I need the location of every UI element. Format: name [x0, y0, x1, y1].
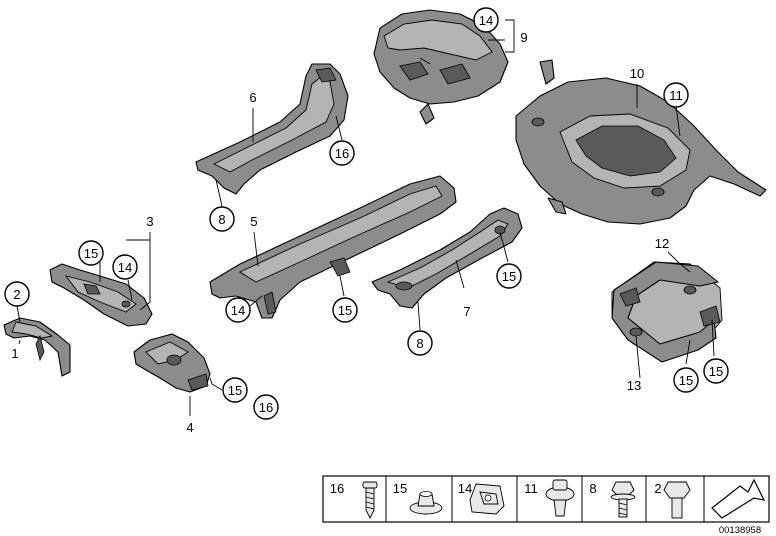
part-1-bracket	[3, 317, 71, 377]
clip-nut-15-icon	[409, 491, 443, 515]
svg-text:15: 15	[709, 364, 723, 379]
label-9: 9	[520, 30, 527, 45]
document-number: 00138958	[719, 525, 761, 536]
svg-text:15: 15	[502, 269, 516, 284]
svg-text:14: 14	[231, 303, 245, 318]
callout-15: 15	[78, 240, 104, 266]
legend-label-16: 16	[330, 481, 344, 496]
label-4: 4	[186, 420, 193, 435]
part-4-shield	[133, 333, 211, 393]
callout-14: 14	[473, 7, 499, 33]
part-7-shield	[371, 207, 523, 309]
svg-text:14: 14	[479, 13, 493, 28]
part-10-shield	[515, 59, 767, 225]
label-10: 10	[630, 66, 644, 81]
hardware-legend: 16 15 14 11 8 2	[322, 475, 770, 523]
callout-14: 14	[225, 297, 251, 323]
callout-8: 8	[407, 330, 433, 356]
svg-text:11: 11	[669, 88, 683, 103]
part-5-shield	[209, 175, 457, 319]
svg-text:8: 8	[218, 212, 225, 227]
leader-lines	[16, 19, 715, 416]
callout-15: 15	[222, 377, 248, 403]
callout-16: 16	[253, 394, 279, 420]
part-3-shield	[49, 263, 153, 327]
legend-label-8: 8	[589, 481, 596, 496]
part-12-frame	[611, 261, 723, 363]
label-5: 5	[250, 214, 257, 229]
callout-11: 11	[663, 82, 689, 108]
label-3: 3	[146, 214, 153, 229]
legend-label-2: 2	[654, 481, 661, 496]
callout-8: 8	[209, 206, 235, 232]
legend-label-11: 11	[524, 481, 538, 496]
callout-15: 15	[332, 297, 358, 323]
svg-text:15: 15	[679, 373, 693, 388]
label-12: 12	[655, 236, 669, 251]
legend-label-14: 14	[458, 481, 472, 496]
u-nut-14-icon	[469, 483, 505, 515]
legend-label-15: 15	[393, 481, 407, 496]
screw-16-icon	[362, 481, 378, 520]
label-6: 6	[249, 90, 256, 105]
svg-text:16: 16	[335, 146, 349, 161]
arrow-icon	[711, 478, 766, 519]
part-6-shield	[195, 63, 349, 195]
part-labels: 1 3 4 5 6 7 9 10 12 13	[11, 30, 669, 435]
svg-text:15: 15	[228, 383, 242, 398]
svg-text:15: 15	[338, 303, 352, 318]
label-7: 7	[463, 304, 470, 319]
svg-text:16: 16	[259, 400, 273, 415]
callout-15: 15	[496, 263, 522, 289]
svg-text:8: 8	[416, 336, 423, 351]
bolt-2-icon	[663, 481, 691, 519]
rivet-11-icon	[545, 479, 575, 517]
callouts: 2 15 14 15 16 14 15 8 16 8 15 14 11 15 1…	[4, 7, 729, 420]
callout-16: 16	[329, 140, 355, 166]
svg-text:2: 2	[13, 287, 20, 302]
svg-text:14: 14	[118, 260, 132, 275]
label-1: 1	[11, 346, 18, 361]
callout-14: 14	[112, 254, 138, 280]
label-13: 13	[627, 378, 641, 393]
callout-2: 2	[4, 281, 30, 307]
callout-15: 15	[703, 358, 729, 384]
part-9-shield	[373, 9, 509, 125]
svg-text:15: 15	[84, 246, 98, 261]
bolt-8-icon	[610, 481, 636, 518]
callout-15: 15	[673, 367, 699, 393]
